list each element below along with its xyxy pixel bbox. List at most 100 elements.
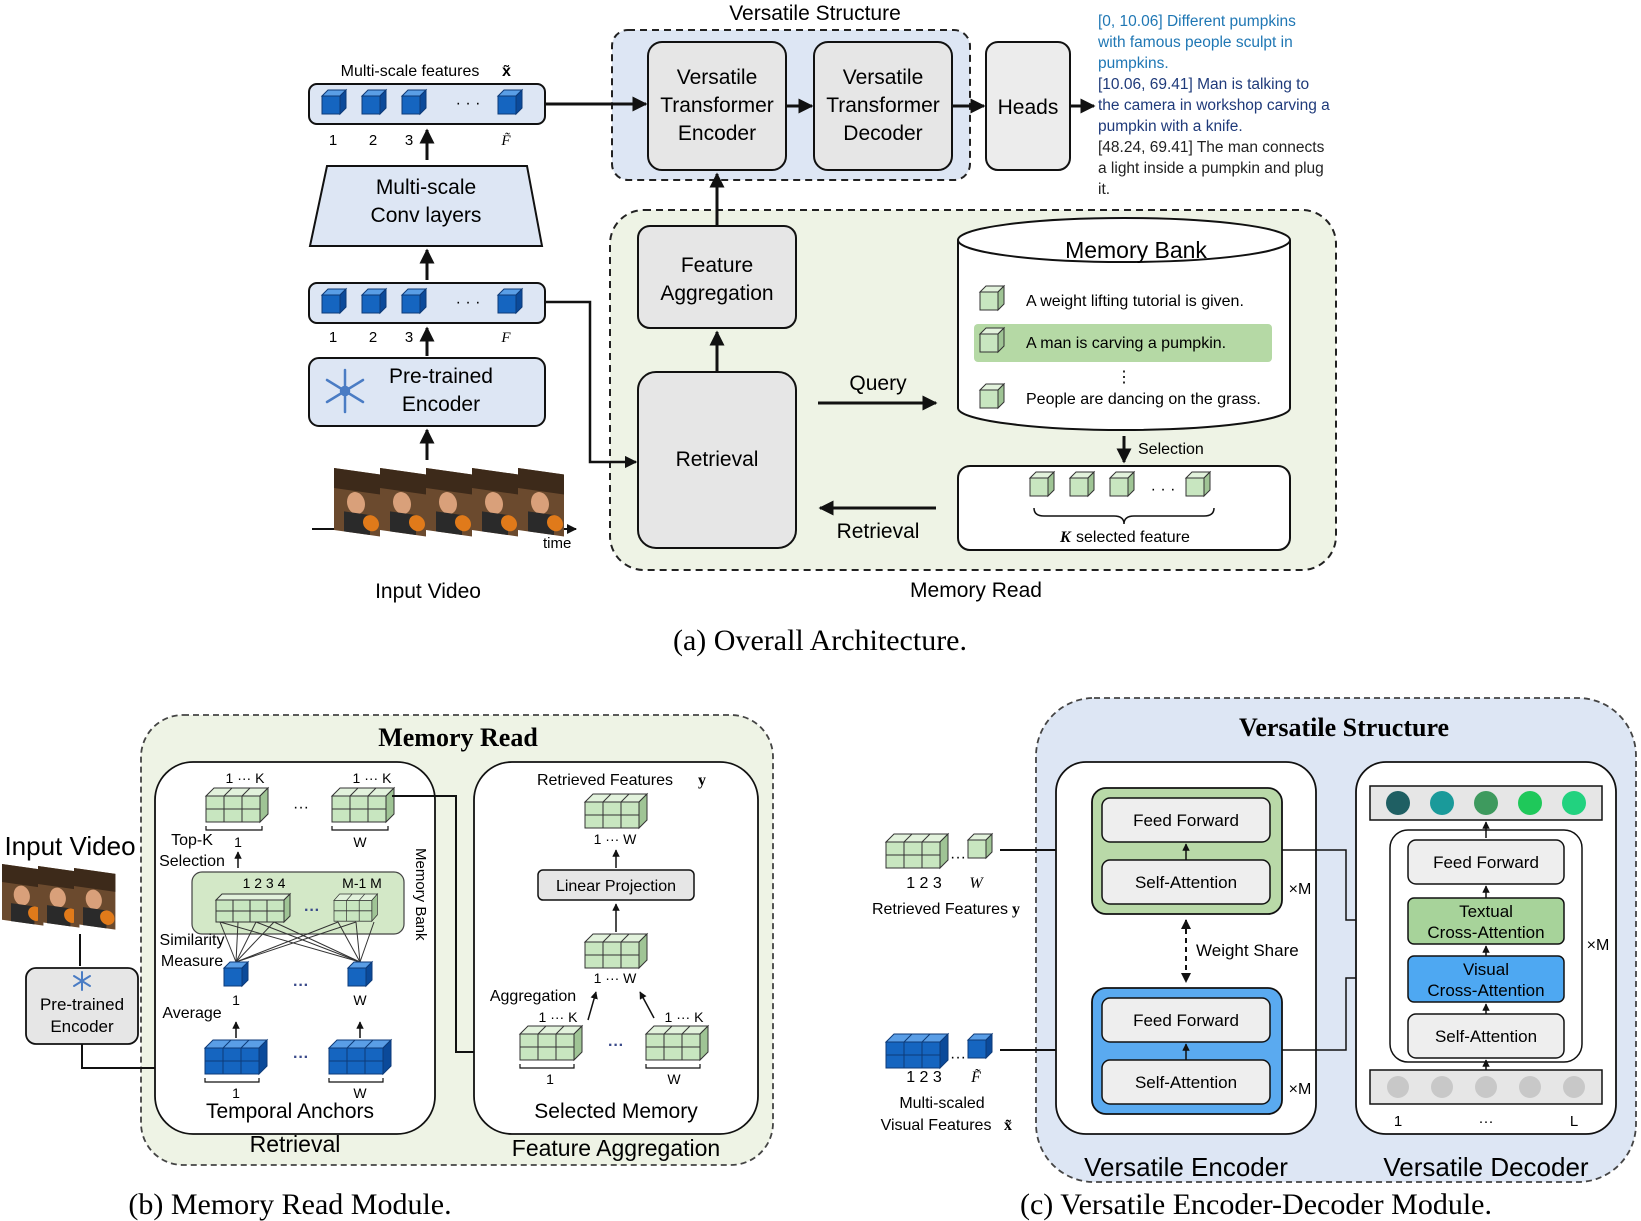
index-label: 1 2 3 bbox=[906, 1069, 942, 1086]
ellipsis: ··· bbox=[304, 902, 320, 919]
panel-b: Memory Read Input Video Pre-trained Enco… bbox=[2, 714, 774, 1221]
versatile-structure-title: Versatile Structure bbox=[729, 2, 901, 25]
feature-cube bbox=[361, 288, 387, 314]
temporal-anchor-grid bbox=[328, 1039, 392, 1075]
snowflake-icon bbox=[73, 971, 91, 991]
multiscaled-label: Multi-scaled bbox=[899, 1095, 984, 1112]
w-label: W bbox=[353, 1085, 367, 1101]
f-label: F bbox=[500, 330, 511, 346]
self-attention-label: Self-Attention bbox=[1135, 873, 1237, 892]
aggregation-arrow bbox=[587, 991, 598, 1021]
visual-cube bbox=[967, 1033, 993, 1059]
l-label: L bbox=[1570, 1113, 1578, 1130]
input-video-label: Input Video bbox=[4, 831, 135, 861]
pretrained-label: Encoder bbox=[50, 1017, 114, 1036]
weight-share-label: Weight Share bbox=[1196, 941, 1299, 960]
caption-line: [0, 10.06] Different pumpkins bbox=[1098, 13, 1296, 30]
feature-cube bbox=[361, 89, 387, 115]
retrieved-features-input: ··· 1 2 3 W Retrieved Features y bbox=[872, 833, 1020, 918]
bank-index-label: 1 2 3 4 bbox=[243, 875, 286, 891]
index-label: 1 bbox=[232, 992, 240, 1008]
memory-item-text: People are dancing on the grass. bbox=[1026, 391, 1261, 408]
video-frame bbox=[472, 468, 518, 537]
ellipsis: · · · bbox=[456, 95, 481, 112]
topk-label: Top-K bbox=[171, 832, 213, 849]
retrieved-features-label: Retrieved Features bbox=[537, 772, 673, 789]
selected-feature-label: selected feature bbox=[1076, 529, 1190, 546]
caption-c: (c) Versatile Encoder-Decoder Module. bbox=[1020, 1188, 1492, 1221]
one-dots-k: 1 ··· K bbox=[353, 770, 393, 786]
self-attention-label: Self-Attention bbox=[1135, 1073, 1237, 1092]
pretrained-encoder-box bbox=[308, 357, 546, 427]
index-label: 1 bbox=[232, 1085, 240, 1101]
feed-forward-box bbox=[1101, 797, 1271, 843]
feed-forward-label: Feed Forward bbox=[1433, 853, 1539, 872]
temporal-anchor-grid bbox=[204, 1039, 268, 1075]
decoder-label: Decoder bbox=[843, 122, 922, 145]
ellipsis: · · · bbox=[1151, 481, 1176, 498]
output-token bbox=[1562, 791, 1586, 815]
ellipsis: ··· bbox=[950, 1049, 966, 1066]
generated-captions: [0, 10.06] Different pumpkins with famou… bbox=[1097, 13, 1330, 198]
caption-line: [48.24, 69.41] The man connects bbox=[1098, 139, 1325, 156]
heads-label: Heads bbox=[998, 96, 1059, 119]
feature-cube bbox=[401, 89, 427, 115]
feed-forward-label: Feed Forward bbox=[1133, 1011, 1239, 1030]
video-frame bbox=[518, 468, 564, 537]
anchor-cube bbox=[223, 961, 249, 987]
conv-layers-box bbox=[308, 165, 544, 247]
feature-cube bbox=[321, 89, 347, 115]
visual-features-input: ··· 1 2 3 F̃ Multi-scaled Visual Feature… bbox=[881, 1033, 1012, 1134]
input-video-label: Input Video bbox=[375, 580, 481, 603]
video-frame bbox=[38, 866, 80, 928]
conv-label: Multi-scale bbox=[376, 176, 476, 199]
input-token bbox=[1475, 1076, 1497, 1098]
index-label: 3 bbox=[405, 132, 413, 149]
one-dots-k: 1 ··· K bbox=[665, 1009, 705, 1025]
aggregated-grid bbox=[584, 933, 648, 969]
pretrained-label: Pre-trained bbox=[40, 995, 124, 1014]
index-label: 1 bbox=[329, 132, 337, 149]
input-video-frames: time bbox=[312, 468, 577, 552]
w-label: W bbox=[667, 1071, 681, 1087]
panel-a: Versatile Structure Versatile Transforme… bbox=[308, 2, 1337, 657]
feature-aggregation-label: Aggregation bbox=[660, 282, 773, 305]
ellipsis: ··· bbox=[1479, 1113, 1494, 1130]
input-token bbox=[1519, 1076, 1541, 1098]
decoder-label: Versatile bbox=[843, 66, 924, 89]
ellipsis: ··· bbox=[950, 849, 966, 866]
memory-item-cube bbox=[979, 327, 1005, 353]
anchor-cube bbox=[347, 961, 373, 987]
caption-line: the camera in workshop carving a bbox=[1098, 97, 1330, 114]
aggregation-label: Aggregation bbox=[490, 988, 576, 1005]
feed-forward-label: Feed Forward bbox=[1133, 811, 1239, 830]
bank-grid bbox=[333, 893, 378, 922]
selected-memory-highlight bbox=[974, 324, 1272, 362]
topk-grid bbox=[205, 787, 269, 823]
one-dots-w: 1 ··· W bbox=[594, 970, 638, 986]
conv-label: Conv layers bbox=[371, 204, 482, 227]
aggregation-arrow bbox=[639, 991, 655, 1019]
strip-to-retrieval-arrow bbox=[545, 300, 638, 469]
multiscaled-label: Visual Features bbox=[881, 1117, 992, 1134]
encoder-label: Transformer bbox=[660, 94, 774, 117]
index-label: 1 bbox=[329, 329, 337, 346]
pretrained-label: Pre-trained bbox=[389, 365, 493, 388]
caption-line: pumpkin with a knife. bbox=[1098, 118, 1243, 135]
time-label: time bbox=[543, 535, 571, 552]
retrieval-box-label: Retrieval bbox=[676, 448, 759, 471]
one-dots-k: 1 ··· K bbox=[226, 770, 266, 786]
similarity-label: Measure bbox=[161, 953, 223, 970]
ellipsis: · · · bbox=[456, 294, 481, 311]
xtilde-symbol: x̃ bbox=[502, 63, 511, 80]
y-symbol: y bbox=[1012, 901, 1020, 918]
textual-cross-attention-box bbox=[1407, 897, 1565, 945]
panel-c: Versatile Structure ··· 1 2 3 W Retrieve… bbox=[872, 697, 1637, 1221]
memory-item-cube bbox=[979, 383, 1005, 409]
selected-memory-grid bbox=[645, 1025, 709, 1061]
vertical-ellipsis: ⋮ bbox=[1116, 369, 1132, 386]
multiscale-features-label: Multi-scale features bbox=[341, 63, 480, 80]
visual-cross-attention-label: Cross-Attention bbox=[1427, 981, 1544, 1000]
k-symbol: K bbox=[1059, 529, 1072, 546]
bank-grid bbox=[214, 892, 292, 924]
